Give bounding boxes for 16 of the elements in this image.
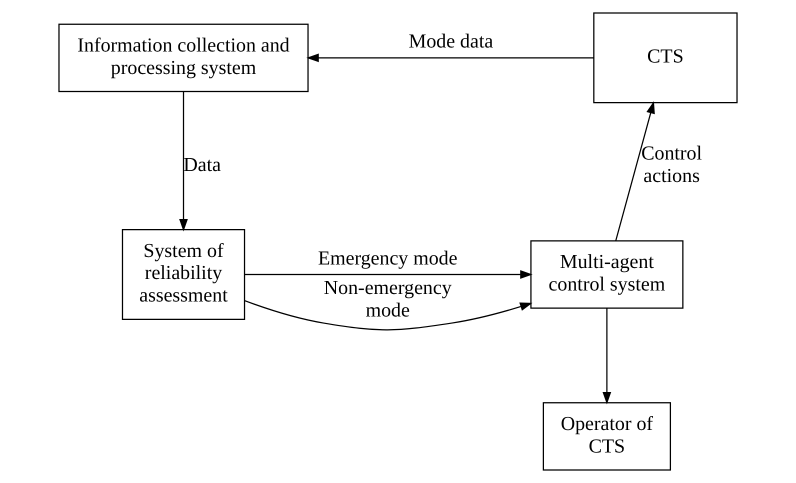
edge-label: Data: [183, 154, 221, 176]
node-box: System of reliability assessment: [122, 229, 246, 320]
arrow: [615, 101, 655, 241]
arrow: [244, 270, 533, 279]
edge-label: Control actions: [641, 142, 702, 188]
node-box: CTS: [593, 12, 738, 104]
arrow: [244, 300, 532, 330]
edge-label: Mode data: [408, 30, 494, 53]
arrow: [602, 308, 612, 404]
node-box: Information collection and processing system: [58, 24, 309, 92]
arrow: [306, 53, 594, 62]
node-box: Multi-agent control system: [530, 240, 684, 309]
edge-label: Emergency mode: [318, 247, 458, 270]
node-box: Operator of CTS: [542, 402, 672, 471]
edge-label: Non-emergency mode: [324, 277, 452, 322]
arrow: [179, 92, 188, 232]
